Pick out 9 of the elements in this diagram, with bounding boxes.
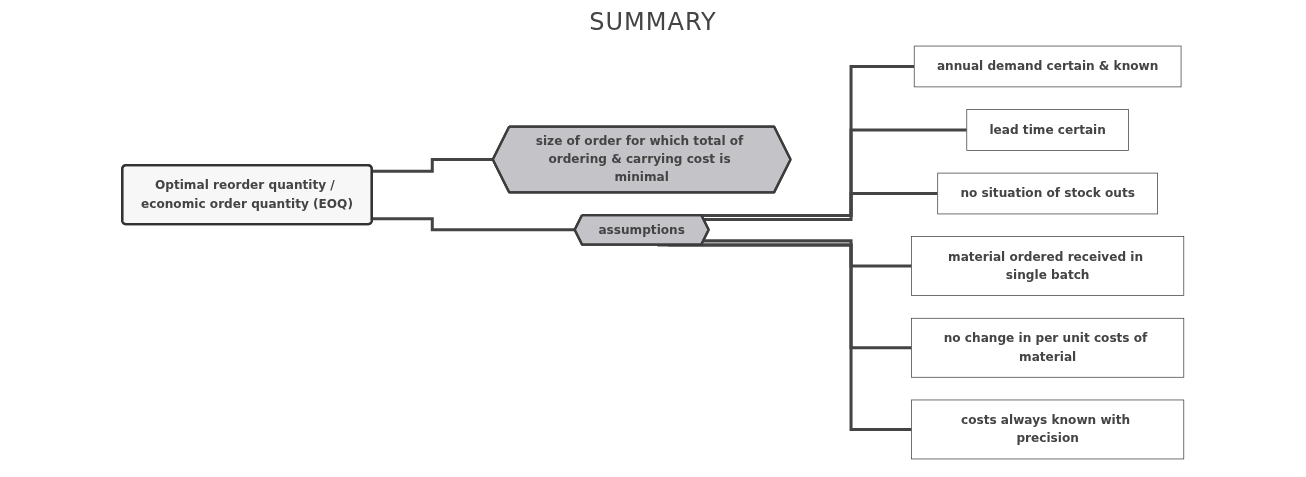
node-box: lead time certain xyxy=(966,109,1129,151)
node-box: annual demand certain & known xyxy=(913,45,1182,88)
connector xyxy=(372,157,495,173)
node-box: no change in per unit costs of material xyxy=(911,317,1185,378)
title: SUMMARY xyxy=(588,8,718,36)
node-box: no situation of stock outs xyxy=(937,172,1158,215)
connector xyxy=(372,217,577,232)
node-box: material ordered received in single batch xyxy=(911,236,1185,296)
node-box: costs always known with precision xyxy=(911,399,1185,460)
